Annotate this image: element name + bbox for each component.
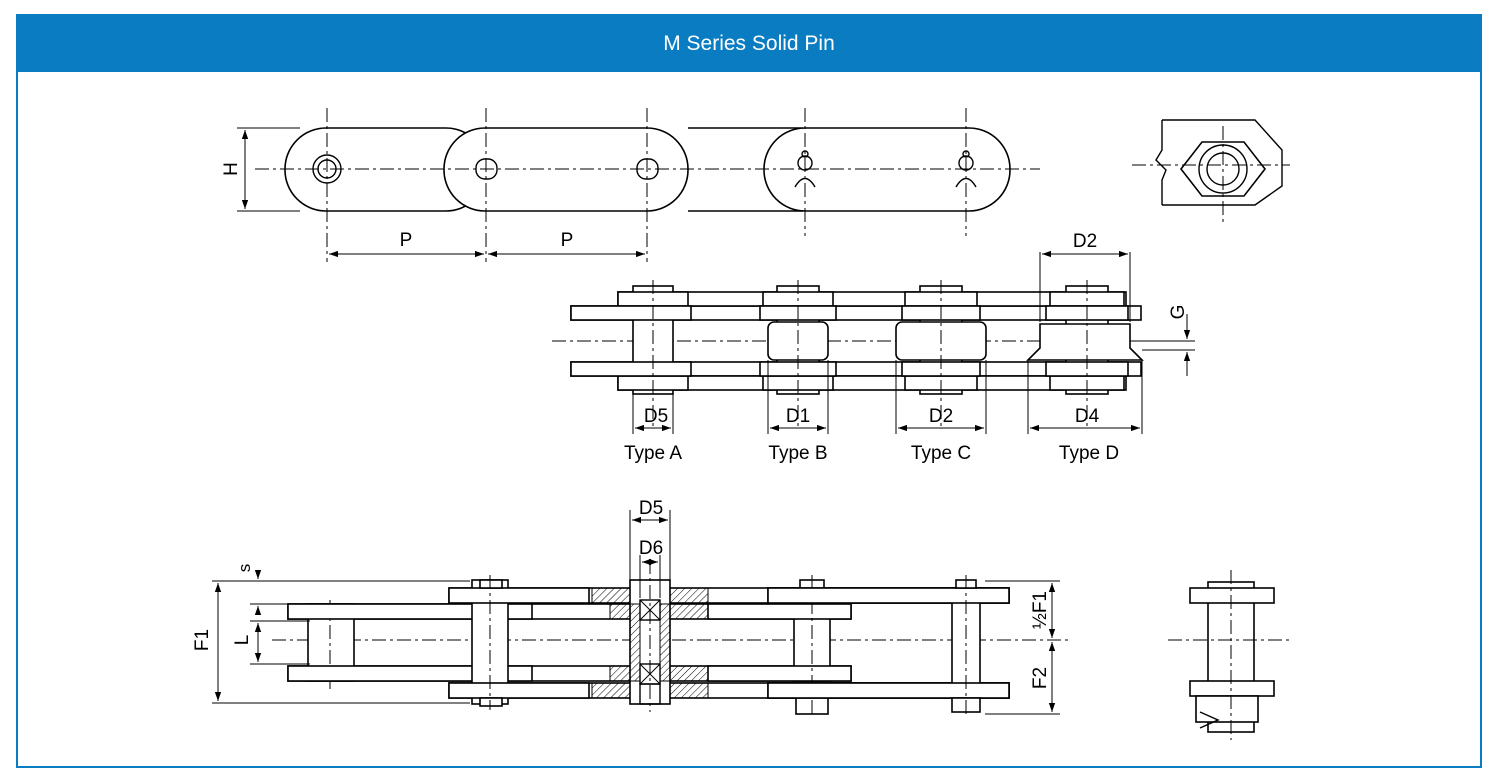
d5-label: D5 [644, 406, 668, 427]
s-label: s [235, 564, 254, 573]
d6-label: D6 [639, 538, 663, 559]
d4-label: D4 [1075, 406, 1100, 427]
d2-label: D2 [1073, 231, 1097, 252]
type-b-label: Type B [768, 443, 827, 464]
d5-label: D5 [639, 498, 663, 519]
cotter-pin-icon [955, 150, 977, 188]
f2-label: F2 [1030, 667, 1051, 689]
d2-label: D2 [929, 406, 953, 427]
pin-slot [475, 158, 498, 180]
g-label: G [1168, 305, 1189, 320]
chain-section-view: D5 D6 F1 s L ½F1 F2 [192, 498, 1070, 715]
roller-types-view: D2 G D5 D1 D2 D4 Type A Type B Type C Ty… [552, 231, 1195, 464]
pin-hole [312, 154, 342, 184]
pin-end-view [1132, 119, 1290, 226]
diagram-title: M Series Solid Pin [663, 32, 835, 55]
p-label: P [561, 230, 574, 251]
nut-icon [1195, 695, 1259, 723]
cotter-pin-icon [794, 150, 816, 188]
type-a-label: Type A [624, 443, 682, 464]
pin-nut-side-view [1168, 570, 1290, 740]
type-d-flanged-roller [1026, 323, 1144, 361]
half-f1-label: ½F1 [1030, 591, 1051, 629]
f1-label: F1 [192, 629, 213, 651]
chain-side-view: H P P [221, 108, 1040, 262]
pin-slot [636, 158, 659, 180]
type-d-label: Type D [1059, 443, 1119, 464]
title-bar: M Series Solid Pin [18, 16, 1480, 72]
h-label: H [221, 162, 242, 176]
type-c-label: Type C [911, 443, 971, 464]
l-label: L [232, 635, 253, 646]
d1-label: D1 [786, 406, 810, 427]
p-label: P [400, 230, 413, 251]
